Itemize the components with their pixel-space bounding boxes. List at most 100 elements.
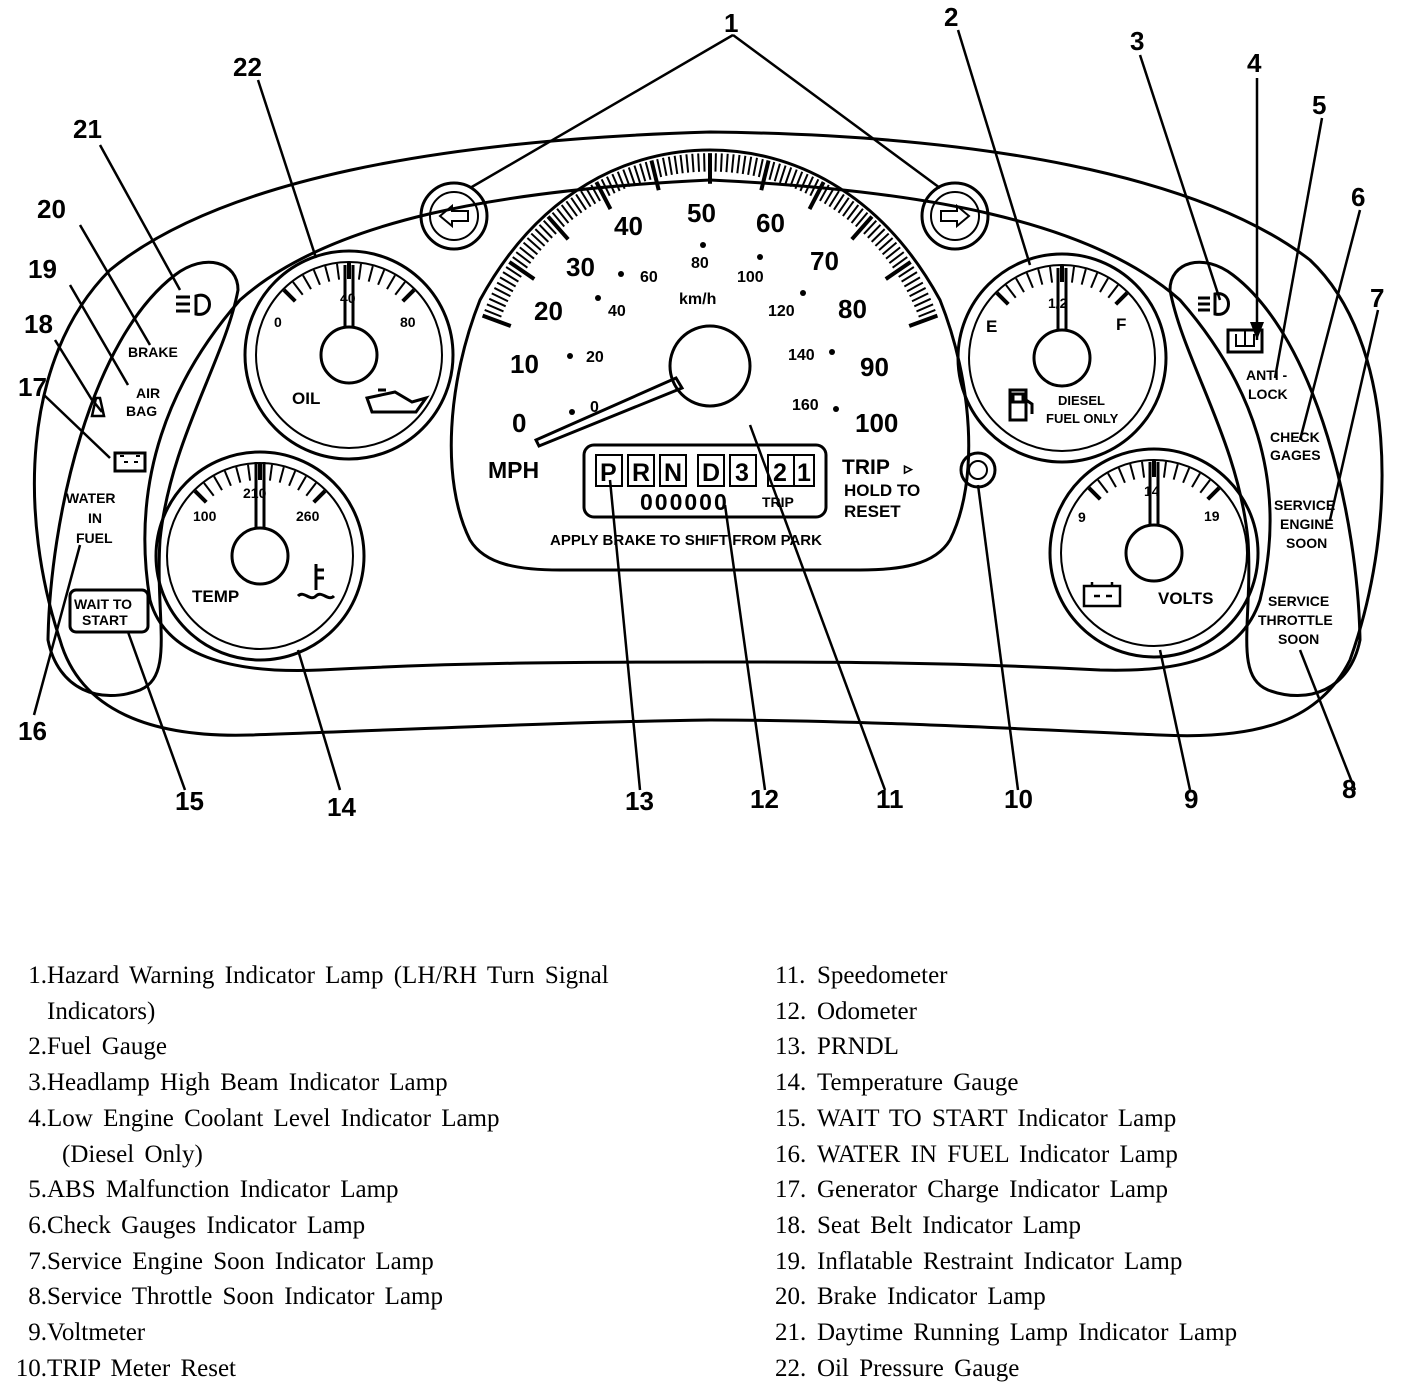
speedometer-tick [741,155,747,175]
speedometer-tick [499,276,517,288]
diesel-label: DIESEL [1058,393,1105,408]
speedometer-tick [730,154,735,173]
gauge-tick [1107,472,1117,488]
temp-gauge-needle [254,462,266,528]
fuel-gauge-bezel [956,252,1168,464]
kmh-tick-labels: 0 20 40 60 80 100 120 140 160 km/h [586,255,819,416]
speedometer-tick [656,158,663,178]
legend-item-1-cont: Indicators) [47,997,156,1025]
gauge-tick [223,470,232,487]
callout-22: 22 [233,52,262,82]
speedometer-tick [585,187,597,205]
service-engine-lamp-label-2: ENGINE [1280,516,1334,532]
speedometer-tick [639,163,647,182]
air-lamp-label: AIR [136,385,160,401]
gauge-tick [401,288,416,303]
kmh-label-100: 100 [737,269,764,286]
legend-item-1: 1.Hazard Warning Indicator Lamp (LH/RH T… [28,962,609,989]
speedometer-tick [773,163,781,182]
kmh-label-160: 160 [792,397,819,414]
oil-gauge-min: 0 [274,314,282,330]
gauge-tick [235,466,242,483]
gauge-tick [324,265,331,282]
speedometer-tick [828,190,840,208]
prndl-p: P [600,459,617,487]
gauge-tick [1141,461,1146,478]
kmh-label-120: 120 [768,303,795,320]
legend-item-22: 22.Oil Pressure Gauge [775,1354,1020,1382]
right-turn-signal-lamp [920,181,990,251]
speedometer-tick [867,224,882,239]
gauge-tick [203,482,215,497]
temp-gauge-max: 260 [296,508,320,524]
gauge-tick [1090,272,1099,289]
speedometer-tick [898,266,915,278]
speedometer-tick [611,173,621,192]
seat-belt-icon [90,396,106,418]
volt-gauge-hub [1124,523,1184,583]
speedometer-tick [888,251,905,264]
gauge-tick [357,263,362,280]
callout-15: 15 [175,786,204,816]
kmh-label-40: 40 [608,303,626,320]
speedometer-tick [493,287,511,298]
legend-item-21: 21.Daytime Running Lamp Indicator Lamp [775,1319,1238,1347]
speedometer-tick [878,237,894,251]
speedometer-tick [725,153,729,173]
temp-gauge-bezel [154,450,366,662]
speedometer-tick [913,297,932,308]
prndl-r: R [632,459,650,487]
speedometer-tick [908,313,939,328]
callout-10: 10 [1004,784,1033,814]
prndl-3: 3 [735,459,749,487]
gauge-tick [278,466,285,483]
gauge-tick [995,291,1010,306]
speedometer-tick [918,309,936,318]
speedometer-tick [719,153,723,172]
speedometer-tick [649,160,661,191]
speedometer-tick [855,211,869,228]
callout-6: 6 [1351,182,1365,212]
callout-5: 5 [1312,90,1326,120]
gauge-tick [1037,268,1044,285]
legend-item-2: 2.Fuel Gauge [28,1033,167,1061]
prndl-1: 1 [797,459,811,487]
speedometer-housing [449,148,971,572]
gauge-tick [288,470,297,487]
speedometer-tick [804,176,814,194]
check-lamp-label: CHECK [1270,429,1320,445]
temp-gauge-label: TEMP [192,587,239,606]
legend-item-6: 6.Check Gauges Indicator Lamp [28,1211,366,1239]
left-turn-arrow-icon [438,203,469,229]
gauge-tick [282,288,297,303]
speedometer-tick [560,204,574,221]
gages-lamp-label: GAGES [1270,447,1321,463]
speedometer-tick [590,184,601,202]
speedometer-tick [784,167,793,186]
gauge-tick [1114,291,1129,306]
speedometer-tick [633,165,641,184]
gauge-tick [1129,463,1136,480]
speedometer-tick [491,292,509,303]
kmh-label-60: 60 [640,269,658,286]
callout-11: 11 [876,784,904,814]
gauge-tick [1107,284,1119,299]
kmh-unit: km/h [679,291,716,308]
speedometer-tick [823,187,835,205]
legend-item-4: 4.Low Engine Coolant Level Indicator Lam… [28,1104,500,1132]
speedometer-tick [901,271,918,283]
callout-20: 20 [37,194,66,224]
callout-3: 3 [1130,26,1144,56]
legend-item-17: 17.Generator Charge Indicator Lamp [775,1176,1168,1204]
speedometer-tick-marks [481,153,939,328]
speedometer-tick [551,211,565,228]
legend-item-3: 3.Headlamp High Beam Indicator Lamp [28,1069,448,1097]
legend-item-19: 19.Inflatable Restraint Indicator Lamp [775,1247,1183,1275]
kmh-label-140: 140 [788,347,815,364]
oil-gauge-label: OIL [292,389,320,408]
speedometer-tick [807,181,826,210]
gauge-tick [1080,268,1087,285]
fuel-gauge-half: 1/2 [1048,295,1068,311]
reset-label: RESET [844,502,901,521]
gauge-tick [297,475,307,491]
